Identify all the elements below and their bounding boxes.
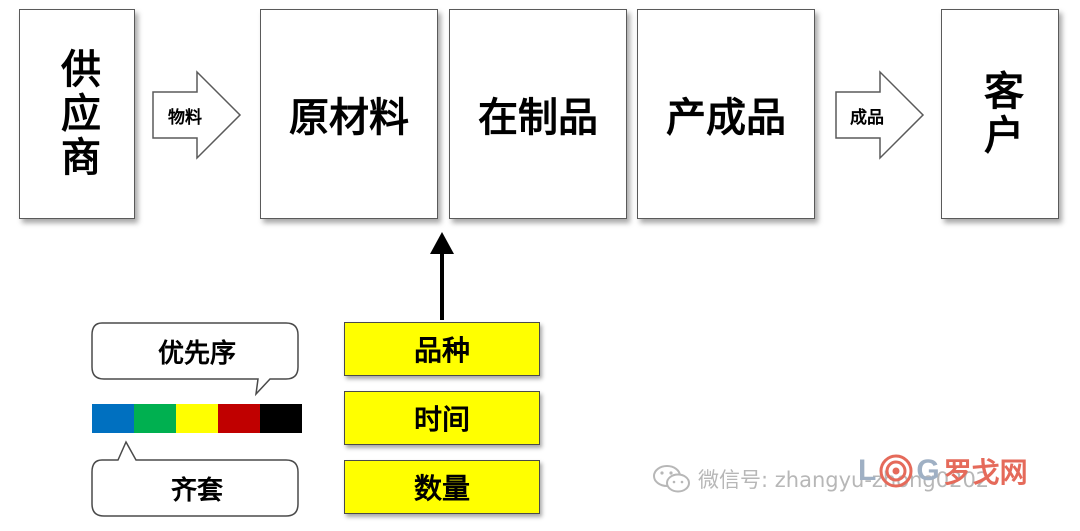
logo-letter-l: L bbox=[858, 454, 877, 487]
supplier-label: 供应商 bbox=[54, 48, 100, 180]
color-seg-black bbox=[260, 404, 302, 433]
product-arrow-label: 成品 bbox=[850, 107, 884, 128]
raw-material-label: 原材料 bbox=[289, 95, 409, 141]
wechat-icon bbox=[653, 465, 690, 493]
time-label: 时间 bbox=[413, 403, 470, 436]
priority-label: 优先序 bbox=[157, 338, 236, 369]
logo-letter-g: G bbox=[916, 454, 940, 487]
material-arrow-label: 物料 bbox=[168, 107, 202, 128]
variety-label: 品种 bbox=[413, 334, 470, 367]
variety-box: 品种 bbox=[344, 322, 540, 376]
logo: L G 罗戈网 bbox=[858, 451, 1028, 491]
time-box: 时间 bbox=[344, 391, 540, 445]
color-bar bbox=[92, 404, 302, 433]
finished-goods-box: 产成品 bbox=[637, 9, 815, 219]
logo-chinese: 罗戈网 bbox=[943, 456, 1028, 489]
quantity-label: 数量 bbox=[413, 472, 470, 505]
watermark-text: 微信号: zhangyu-zhong0202 bbox=[698, 468, 990, 492]
priority-callout-shape bbox=[91, 322, 299, 397]
raw-material-box: 原材料 bbox=[260, 9, 438, 219]
color-seg-yellow bbox=[176, 404, 218, 433]
color-seg-blue bbox=[92, 404, 134, 433]
up-arrow-icon bbox=[430, 232, 454, 320]
customer-label: 客户 bbox=[977, 70, 1023, 158]
customer-box: 客户 bbox=[941, 9, 1059, 219]
complete-set-callout-shape bbox=[91, 440, 299, 517]
watermark: 微信号: zhangyu-zhong0202 bbox=[652, 463, 989, 495]
wip-box: 在制品 bbox=[449, 9, 627, 219]
color-seg-red bbox=[218, 404, 260, 433]
product-arrow-icon bbox=[835, 70, 925, 160]
wip-label: 在制品 bbox=[478, 95, 598, 141]
supplier-box: 供应商 bbox=[19, 9, 135, 219]
color-seg-green bbox=[134, 404, 176, 433]
quantity-box: 数量 bbox=[344, 460, 540, 514]
material-arrow-icon bbox=[152, 70, 242, 160]
complete-set-label: 齐套 bbox=[170, 475, 223, 506]
finished-goods-label: 产成品 bbox=[666, 95, 786, 141]
logo-target-icon bbox=[879, 454, 913, 488]
